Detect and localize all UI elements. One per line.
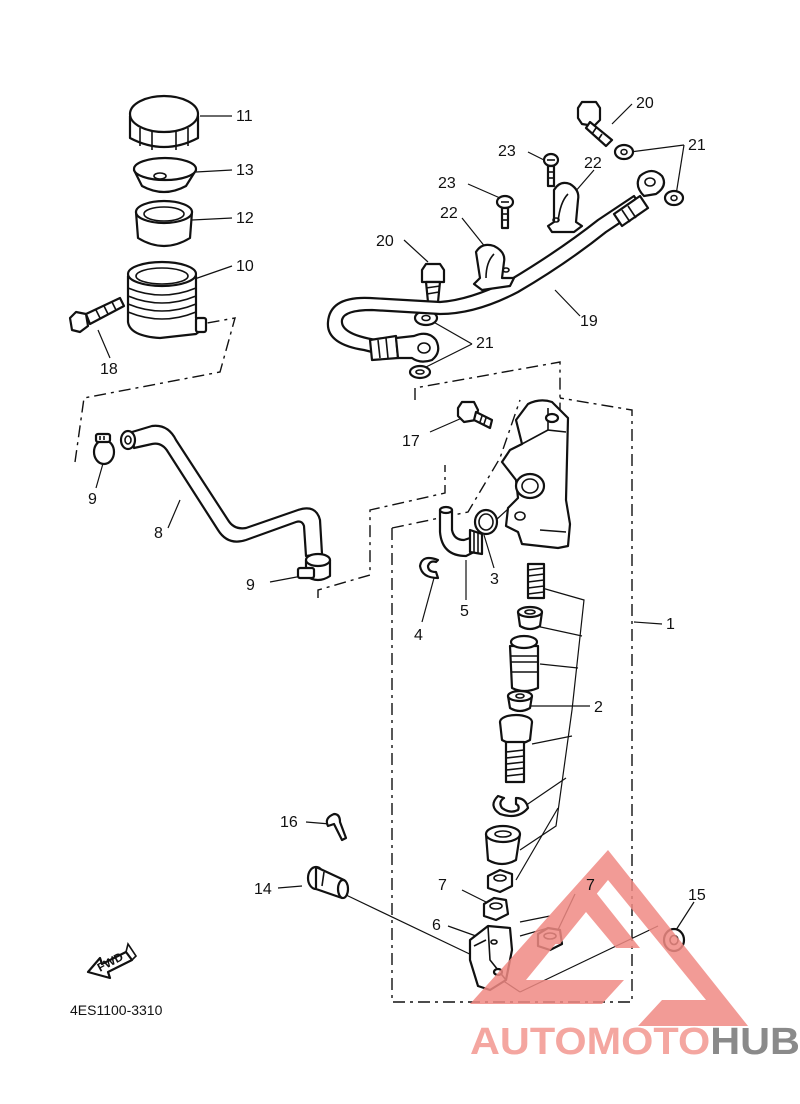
hose-guide-upper-part xyxy=(546,181,584,234)
cotter-pin-part xyxy=(325,812,348,842)
catalog-code: 4ES1100-3310 xyxy=(70,1002,163,1018)
fwd-arrow-icon: FWD xyxy=(86,942,138,980)
hose-guide-lower-part xyxy=(472,243,516,292)
callout-20b: 20 xyxy=(376,233,394,250)
callout-23b: 23 xyxy=(438,175,456,192)
clevis-pin-part xyxy=(306,865,350,900)
callout-2: 2 xyxy=(594,699,603,716)
callout-1: 1 xyxy=(666,616,675,633)
callout-15: 15 xyxy=(688,887,706,904)
callout-13: 13 xyxy=(236,162,254,179)
callout-14: 14 xyxy=(254,881,272,898)
callout-5: 5 xyxy=(460,603,469,620)
callout-17: 17 xyxy=(402,433,420,450)
callout-9a: 9 xyxy=(88,491,97,508)
lock-nut-upper-part xyxy=(486,868,514,894)
callout-19: 19 xyxy=(580,313,598,330)
callout-3: 3 xyxy=(490,571,499,588)
callout-7a: 7 xyxy=(438,877,447,894)
callout-12: 12 xyxy=(236,210,254,227)
callout-labels: 1 2 3 4 5 6 7 7 8 9 9 10 11 12 13 14 15 … xyxy=(88,95,706,934)
callout-22b: 22 xyxy=(440,205,458,222)
callout-7b: 7 xyxy=(586,877,595,894)
callout-16: 16 xyxy=(280,814,298,831)
reservoir-cap-part xyxy=(128,94,200,150)
union-bolt-lower-part xyxy=(420,262,446,304)
assembly-outline xyxy=(74,317,633,1003)
screw-lower-part xyxy=(495,194,515,230)
master-cylinder-bolt-part xyxy=(456,400,494,430)
screw-upper-part xyxy=(542,152,560,188)
callout-22a: 22 xyxy=(584,155,602,172)
reservoir-hose-part xyxy=(119,424,324,558)
callout-10: 10 xyxy=(236,258,254,275)
union-bolt-upper-part xyxy=(576,100,614,148)
circlip-small-part xyxy=(418,556,440,580)
callout-21b: 21 xyxy=(476,335,494,352)
hose-joint-part xyxy=(438,505,484,558)
callout-6: 6 xyxy=(432,917,441,934)
reservoir-part xyxy=(126,260,208,340)
callout-18: 18 xyxy=(100,361,118,378)
callout-8: 8 xyxy=(154,525,163,542)
lock-nut-lower-part xyxy=(482,896,510,922)
watermark-logo xyxy=(470,850,748,1026)
callout-20a: 20 xyxy=(636,95,654,112)
reservoir-bolt-part xyxy=(68,296,126,334)
hose-clamp-lower-part xyxy=(296,552,332,582)
master-cylinder-body-part xyxy=(500,399,572,550)
hose-clamp-upper-part xyxy=(92,432,116,466)
o-ring-part xyxy=(473,508,499,536)
callout-11: 11 xyxy=(236,108,253,125)
piston-kit-part xyxy=(484,562,546,866)
callout-21a: 21 xyxy=(688,137,706,154)
callout-9b: 9 xyxy=(246,577,255,594)
diaphragm-plate-part xyxy=(132,156,198,194)
diaphragm-part xyxy=(134,199,194,248)
brake-hose-part xyxy=(326,169,666,363)
callout-4: 4 xyxy=(414,627,423,644)
callout-23a: 23 xyxy=(498,143,516,160)
